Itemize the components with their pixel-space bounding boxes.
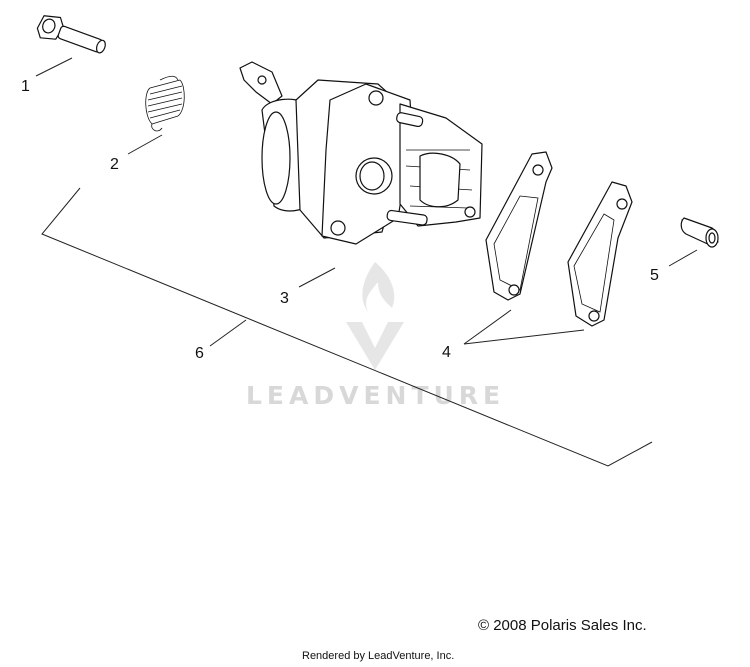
- leadventure-flame-logo: [346, 262, 404, 370]
- rendered-by-text: Rendered by LeadVenture, Inc.: [302, 650, 455, 662]
- assembly-bracket-line: [41, 187, 653, 467]
- leader-line-5: [668, 249, 698, 267]
- callout-1: 1: [21, 78, 30, 95]
- callout-5: 5: [650, 267, 659, 284]
- pin-bushing-icon: [680, 217, 719, 248]
- copyright-text: © 2008 Polaris Sales Inc.: [478, 617, 647, 634]
- callout-2: 2: [110, 156, 119, 173]
- leader-line-4b: [463, 329, 585, 345]
- callout-4: 4: [442, 344, 451, 361]
- brake-caliper-icon: [239, 61, 483, 245]
- watermark: LEADVENTURE: [246, 262, 505, 410]
- spring-icon: [145, 75, 185, 132]
- callout-6: 6: [195, 345, 204, 362]
- leader-line-4a: [463, 309, 512, 345]
- leader-line-1: [35, 57, 73, 77]
- watermark-text: LEADVENTURE: [246, 381, 505, 410]
- leader-line-2: [127, 134, 163, 155]
- assembly-bracket-icon: [41, 187, 653, 467]
- callout-3: 3: [280, 290, 289, 307]
- brake-pad-icon: [485, 151, 633, 327]
- bolt-icon: [36, 15, 106, 54]
- leader-line-6: [209, 319, 247, 347]
- leader-line-3: [298, 267, 336, 288]
